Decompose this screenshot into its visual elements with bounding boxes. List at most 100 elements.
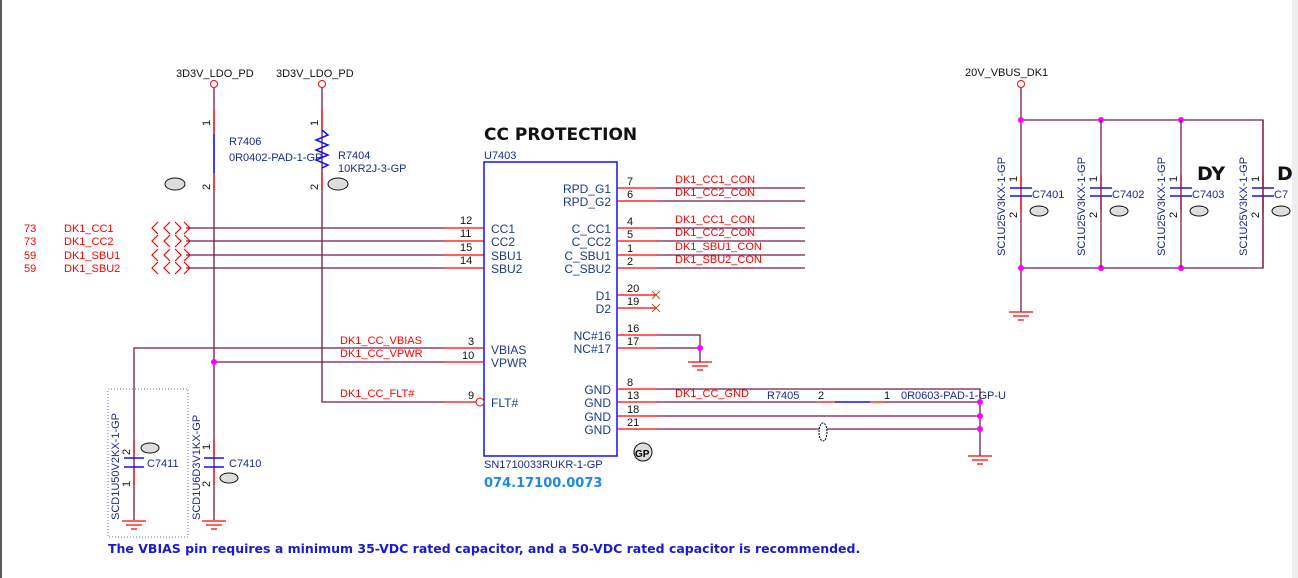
- svg-text:DK1_CC1_CON: DK1_CC1_CON: [675, 174, 755, 186]
- offpage-connector-icon: [151, 261, 191, 275]
- wire: [133, 347, 444, 520]
- offpage-connector-icon: [151, 221, 191, 235]
- svg-text:7: 7: [627, 176, 633, 188]
- wire-flt: [321, 88, 444, 403]
- net-row-cc1: 73 DK1_CC1 12 CC1: [24, 215, 515, 236]
- wire-gnd: [657, 388, 981, 456]
- svg-text:1: 1: [1250, 176, 1262, 182]
- gp-marker-icon: [1271, 205, 1291, 217]
- cursor-icon: [818, 422, 828, 442]
- svg-text:DK1_CC1: DK1_CC1: [64, 223, 114, 235]
- svg-text:R7404: R7404: [338, 150, 370, 162]
- svg-text:DK1_CC2: DK1_CC2: [64, 236, 114, 248]
- svg-text:21: 21: [627, 417, 639, 429]
- ground-icon: [688, 361, 712, 371]
- svg-text:DK1_SBU2: DK1_SBU2: [64, 263, 120, 275]
- svg-text:3D3V_LDO_PD: 3D3V_LDO_PD: [176, 68, 254, 80]
- svg-text:2: 2: [309, 184, 321, 190]
- svg-text:D2: D2: [596, 302, 612, 316]
- svg-text:DK1_SBU1_CON: DK1_SBU1_CON: [675, 241, 762, 253]
- svg-text:59: 59: [24, 250, 36, 262]
- svg-text:1: 1: [309, 120, 321, 126]
- gp-marker-icon: [327, 177, 349, 191]
- svg-text:2: 2: [818, 390, 824, 402]
- svg-text:GND: GND: [584, 396, 611, 410]
- offpage-connector-icon: [151, 248, 191, 262]
- gp-marker-icon: [1029, 205, 1049, 217]
- svg-text:SBU1: SBU1: [491, 249, 523, 263]
- svg-text:16: 16: [627, 323, 639, 335]
- gp-marker-icon: [164, 177, 186, 191]
- svg-text:GND: GND: [584, 410, 611, 424]
- net-row-sbu1: 59 DK1_SBU1 15 SBU1: [24, 242, 523, 263]
- svg-text:C_SBU1: C_SBU1: [564, 249, 611, 263]
- scrollbar[interactable]: [1292, 0, 1298, 578]
- svg-text:C7411: C7411: [147, 458, 179, 470]
- svg-text:RPD_G1: RPD_G1: [563, 182, 611, 196]
- no-connect-icon: [651, 290, 661, 313]
- ground-icon: [1009, 311, 1033, 321]
- svg-text:RPD_G2: RPD_G2: [563, 195, 611, 209]
- cap-c7410[interactable]: 1 2 C7410 SCD1U6D3V1KX-GP: [191, 415, 261, 520]
- svg-text:DK1_CC_VPWR: DK1_CC_VPWR: [340, 348, 423, 360]
- svg-text:SCD1U6D3V1KX-GP: SCD1U6D3V1KX-GP: [191, 415, 203, 520]
- svg-text:14: 14: [460, 255, 472, 267]
- svg-text:2: 2: [1250, 212, 1262, 218]
- junction: [977, 426, 983, 432]
- svg-text:VPWR: VPWR: [491, 356, 527, 370]
- svg-text:1: 1: [121, 481, 133, 487]
- svg-text:SC1U25V3KX-1-GP: SC1U25V3KX-1-GP: [1076, 157, 1088, 256]
- chip-left-pin-labels: DK1_CC_VBIAS 3 VBIAS DK1_CC_VPWR 10 VPWR…: [340, 335, 527, 410]
- svg-text:20: 20: [627, 283, 639, 295]
- flt-pin-bubble: [475, 397, 485, 407]
- svg-text:5: 5: [627, 229, 633, 241]
- svg-text:19: 19: [627, 296, 639, 308]
- dy-marker: DY: [1197, 163, 1225, 185]
- svg-text:SBU2: SBU2: [491, 262, 523, 276]
- ground-icon: [122, 520, 226, 530]
- chip-u7403[interactable]: [483, 161, 618, 457]
- net-row-sbu2: 59 DK1_SBU2 14 SBU2: [24, 255, 523, 276]
- junction: [697, 345, 703, 351]
- svg-text:18: 18: [627, 404, 639, 416]
- svg-text:1: 1: [884, 390, 890, 402]
- gp-marker-icon: [219, 472, 239, 484]
- chip-right-pins: 7RPD_G1DK1_CC1_CON6RPD_G2DK1_CC2_CON4C_C…: [563, 174, 805, 437]
- svg-text:VBIAS: VBIAS: [491, 343, 526, 357]
- svg-text:DK1_CC1_CON: DK1_CC1_CON: [675, 214, 755, 226]
- svg-text:C7403: C7403: [1192, 189, 1224, 201]
- gp-marker-icon: [1189, 205, 1209, 217]
- svg-text:2: 2: [1168, 212, 1180, 218]
- svg-text:C_CC1: C_CC1: [572, 222, 612, 236]
- left-net-rows: 73 DK1_CC1 12 CC1 73 DK1_CC2 11 CC2 59 D…: [24, 215, 523, 276]
- pin-c_cc1: 4C_CC1 DK1_CC1_CON: [572, 214, 805, 236]
- chip-part: SN1710033RUKR-1-GP: [484, 459, 603, 471]
- svg-text:SCD1U50V2KX-1-GP: SCD1U50V2KX-1-GP: [110, 413, 122, 520]
- svg-text:1: 1: [1008, 176, 1020, 182]
- svg-text:2: 2: [121, 449, 133, 455]
- junction: [977, 399, 983, 405]
- design-note: The VBIAS pin requires a minimum 35-VDC …: [108, 541, 860, 556]
- svg-text:10: 10: [462, 350, 474, 362]
- r7404-body: [314, 129, 330, 169]
- svg-text:8: 8: [627, 377, 633, 389]
- svg-text:12: 12: [460, 215, 472, 227]
- svg-text:4: 4: [627, 216, 633, 228]
- cap-c7411[interactable]: 2 1 C7411 SCD1U50V2KX-1-GP: [110, 413, 179, 520]
- left-bus-wires: [151, 221, 484, 275]
- svg-text:SC1U25V3KX-1-GP: SC1U25V3KX-1-GP: [1156, 157, 1168, 256]
- r7405-labels: R7405 2 1 0R0603-PAD-1-GP-U: [767, 390, 1006, 402]
